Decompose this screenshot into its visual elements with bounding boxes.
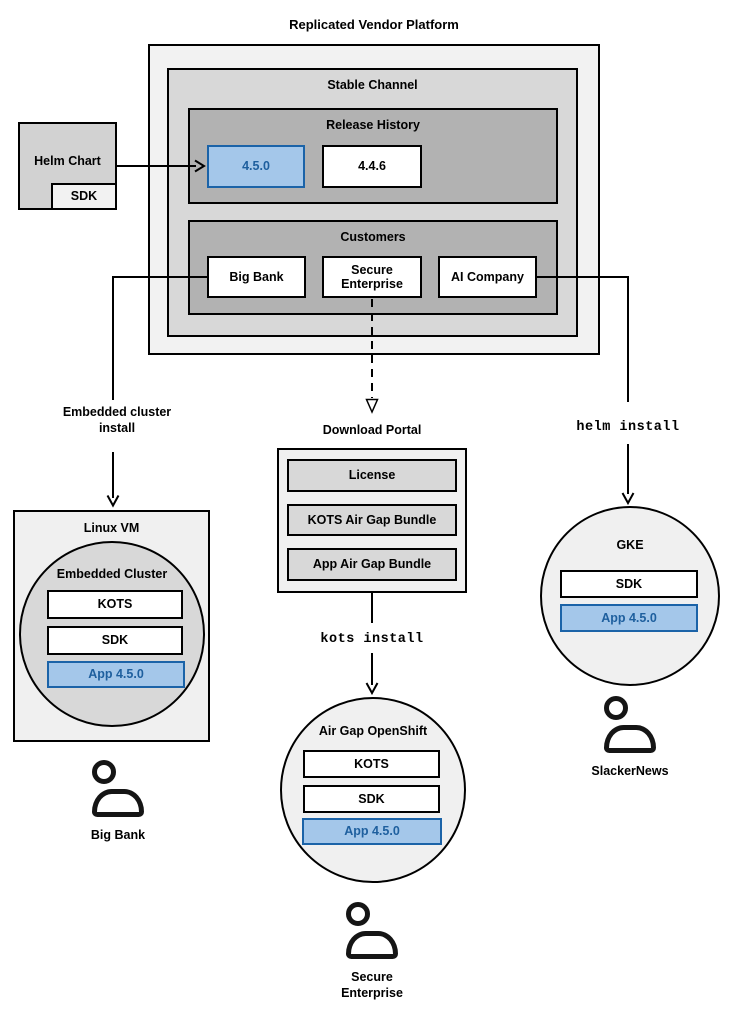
- embedded-cluster-title: Embedded Cluster: [56, 567, 168, 581]
- portal-kots-air-gap-bundle-row: KOTS Air Gap Bundle: [287, 504, 457, 536]
- user-icon-head: [92, 760, 116, 784]
- user-icon: [604, 696, 656, 753]
- edge-label-embedded-cluster-install: Embedded cluster install: [62, 405, 172, 436]
- embedded-app-node: App 4.5.0: [47, 661, 185, 688]
- embedded-sdk-node: SDK: [47, 626, 183, 655]
- kots-install-arrowhead-icon: [365, 682, 379, 696]
- user-icon-body: [92, 789, 144, 817]
- user-big-bank: Big Bank: [58, 760, 178, 843]
- customer-secure-enterprise-node: Secure Enterprise: [322, 256, 422, 298]
- openshift-kots-node: KOTS: [303, 750, 440, 778]
- helm-install-arrowhead-icon: [621, 492, 635, 506]
- user-icon-head: [346, 902, 370, 926]
- portal-app-air-gap-bundle-row: App Air Gap Bundle: [287, 548, 457, 581]
- user-icon: [92, 760, 144, 817]
- user-slackernews-label: SlackerNews: [591, 764, 669, 778]
- stable-channel-title: Stable Channel: [327, 78, 418, 92]
- helm-chart-sdk-box: SDK: [51, 183, 117, 210]
- air-gap-openshift-title: Air Gap OpenShift: [318, 724, 428, 738]
- helm-chart-label: Helm Chart: [34, 154, 101, 168]
- edge-label-kots-install: kots install: [320, 632, 424, 647]
- edge-label-helm-install: helm install: [576, 420, 680, 435]
- download-portal-arrowhead-icon: [365, 398, 379, 414]
- openshift-app-node: App 4.5.0: [302, 818, 442, 845]
- gke-app-node: App 4.5.0: [560, 604, 698, 632]
- user-slackernews: SlackerNews: [570, 696, 690, 779]
- download-portal-title: Download Portal: [322, 423, 422, 437]
- user-icon-body: [346, 931, 398, 959]
- openshift-sdk-node: SDK: [303, 785, 440, 813]
- embedded-kots-node: KOTS: [47, 590, 183, 619]
- customer-ai-company-node: AI Company: [438, 256, 537, 298]
- big-bank-arrowhead-icon: [106, 495, 120, 508]
- release-history-title: Release History: [326, 118, 420, 132]
- release-4-5-0-node: 4.5.0: [207, 145, 305, 188]
- diagram-title: Replicated Vendor Platform: [289, 17, 459, 32]
- gke-sdk-node: SDK: [560, 570, 698, 598]
- user-icon-head: [604, 696, 628, 720]
- linux-vm-title: Linux VM: [83, 521, 140, 535]
- portal-license-row: License: [287, 459, 457, 492]
- gke-title: GKE: [616, 538, 644, 552]
- customer-big-bank-node: Big Bank: [207, 256, 306, 298]
- user-secure-enterprise: Secure Enterprise: [312, 902, 432, 1002]
- customers-title: Customers: [340, 230, 406, 244]
- release-4-4-6-node: 4.4.6: [322, 145, 422, 188]
- user-icon-body: [604, 725, 656, 753]
- user-secure-enterprise-label: Secure Enterprise: [341, 970, 403, 1001]
- user-icon: [346, 902, 398, 959]
- user-big-bank-label: Big Bank: [90, 828, 146, 842]
